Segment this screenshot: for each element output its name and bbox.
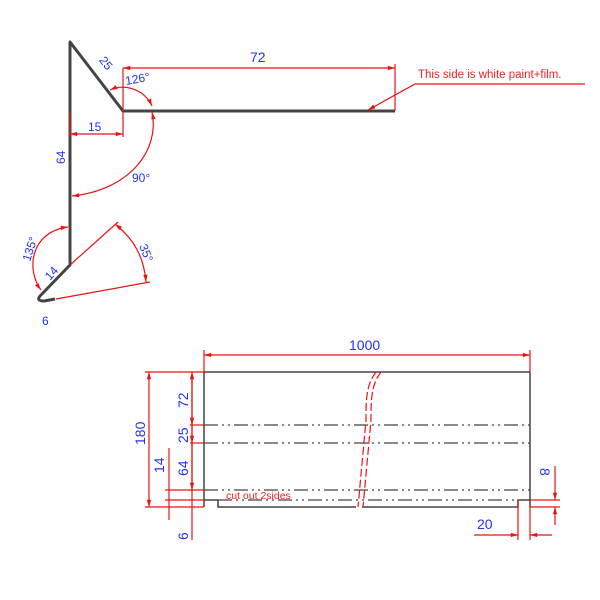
paint-note: This side is white paint+film. bbox=[418, 69, 562, 81]
plan-view: 1000 180 72 25 64 14 6 cut out 2sides bbox=[132, 337, 560, 540]
dim-text-180: 180 bbox=[132, 421, 148, 445]
dim-text-seg-64: 64 bbox=[175, 460, 191, 476]
dim-text-14: 14 bbox=[42, 263, 62, 283]
dim-total-width bbox=[145, 371, 204, 508]
dim-cutout-depth bbox=[530, 466, 560, 525]
dim-text-20: 20 bbox=[477, 516, 493, 532]
dim-text-seg-72: 72 bbox=[175, 392, 191, 408]
break-line bbox=[357, 371, 382, 508]
angle-text-135: 135° bbox=[20, 235, 41, 263]
angle-text-35: 35° bbox=[136, 242, 156, 264]
dim-hem-opening bbox=[55, 221, 151, 300]
dim-text-6: 6 bbox=[42, 314, 49, 328]
dim-text-25: 25 bbox=[96, 54, 115, 73]
dim-text-15: 15 bbox=[88, 120, 102, 134]
dim-text-72: 72 bbox=[250, 49, 266, 65]
angle-text-126: 126° bbox=[124, 70, 151, 88]
dim-segments bbox=[165, 372, 204, 540]
angle-arc-135 bbox=[32, 225, 69, 291]
angle-arc-126 bbox=[109, 85, 153, 107]
dim-text-64: 64 bbox=[54, 150, 68, 164]
dim-top-flange bbox=[122, 64, 396, 111]
angle-text-90: 90° bbox=[132, 171, 150, 185]
profile-view: 72 This side is white paint+film. 25 126… bbox=[20, 40, 585, 328]
dim-text-seg-25: 25 bbox=[175, 427, 191, 443]
angle-arc-90 bbox=[71, 111, 156, 198]
bend-lines bbox=[204, 424, 530, 501]
note-leader bbox=[367, 83, 585, 111]
cutout-note: cut out 2sides bbox=[226, 490, 291, 502]
dim-cutout-width bbox=[474, 500, 552, 540]
dim-text-seg-6: 6 bbox=[175, 532, 191, 540]
dim-length bbox=[203, 350, 531, 372]
dim-text-seg-14: 14 bbox=[151, 457, 167, 473]
dim-text-1000: 1000 bbox=[349, 337, 380, 353]
profile-outline bbox=[37, 40, 395, 303]
dim-text-8: 8 bbox=[537, 468, 553, 476]
